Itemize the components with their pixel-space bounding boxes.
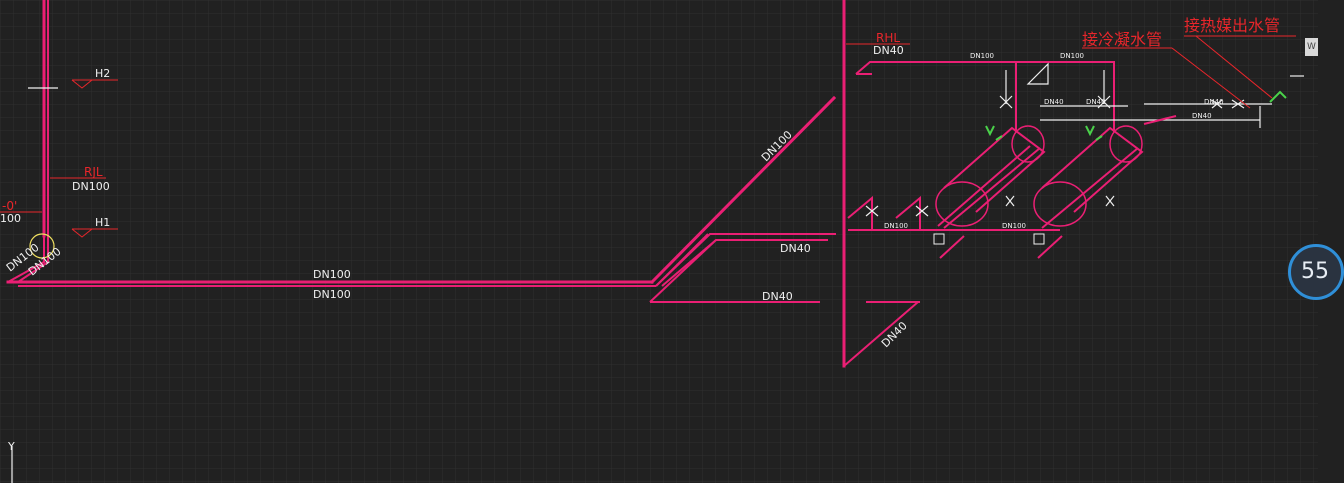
top-header-pipe[interactable]: DN100 DN100 — [855, 52, 1115, 132]
main-horizontal-pipe[interactable]: DN100 DN100 — [6, 268, 656, 301]
svg-text:DN100: DN100 — [72, 180, 110, 193]
left-edge-annotation[interactable]: -0' 100 — [0, 199, 42, 225]
rjl-pipe-tag[interactable]: RJL DN100 — [50, 165, 110, 193]
svg-text:DN100: DN100 — [970, 52, 994, 60]
zoom-level-badge[interactable]: 55 — [1288, 244, 1344, 300]
svg-text:-0': -0' — [2, 199, 17, 213]
water-heater-tank-2[interactable] — [1033, 125, 1144, 229]
svg-text:DN40: DN40 — [1192, 112, 1212, 120]
side-panel-tab[interactable]: W — [1305, 38, 1318, 56]
rhl-pipe-tag[interactable]: RHL DN40 — [846, 31, 910, 57]
svg-text:DN40: DN40 — [780, 242, 811, 255]
svg-text:DN100: DN100 — [884, 222, 908, 230]
svg-text:Y: Y — [7, 440, 15, 453]
ucs-axis-icon: Y — [7, 440, 15, 483]
svg-text:DN100: DN100 — [313, 268, 351, 281]
svg-text:DN100: DN100 — [313, 288, 351, 301]
green-valve-markers[interactable] — [985, 90, 1287, 141]
svg-text:DN40: DN40 — [762, 290, 793, 303]
elevation-mark-h1[interactable]: H1 — [71, 216, 118, 238]
left-riser-pipe[interactable] — [7, 0, 49, 283]
svg-text:DN40: DN40 — [873, 44, 904, 57]
svg-text:DN40: DN40 — [1086, 98, 1106, 106]
svg-text:接热媒出水管: 接热媒出水管 — [1184, 16, 1280, 35]
dn40-branch-low[interactable]: DN40 — [649, 239, 820, 303]
svg-text:接冷凝水管: 接冷凝水管 — [1082, 30, 1162, 49]
heater-supply-drops[interactable] — [999, 62, 1111, 132]
annotation-leaders[interactable]: 接冷凝水管 接热媒出水管 — [1082, 16, 1296, 109]
water-heater-tank-1[interactable] — [935, 125, 1046, 229]
svg-text:RHL: RHL — [876, 31, 900, 45]
bottom-collector-pipe[interactable]: DN100 DN100 — [847, 195, 1115, 259]
heat-outlet-pipes[interactable]: DN40 DN40 DN40 DN40 — [1040, 75, 1304, 128]
svg-text:H2: H2 — [95, 67, 110, 80]
svg-text:DN100: DN100 — [1060, 52, 1084, 60]
svg-text:H1: H1 — [95, 216, 110, 229]
svg-text:DN100: DN100 — [1002, 222, 1026, 230]
svg-text:100: 100 — [0, 212, 21, 225]
elevation-mark-h2[interactable]: H2 — [28, 67, 118, 89]
svg-text:DN40: DN40 — [1204, 98, 1224, 106]
svg-text:DN40: DN40 — [1044, 98, 1064, 106]
svg-text:RJL: RJL — [84, 165, 103, 179]
